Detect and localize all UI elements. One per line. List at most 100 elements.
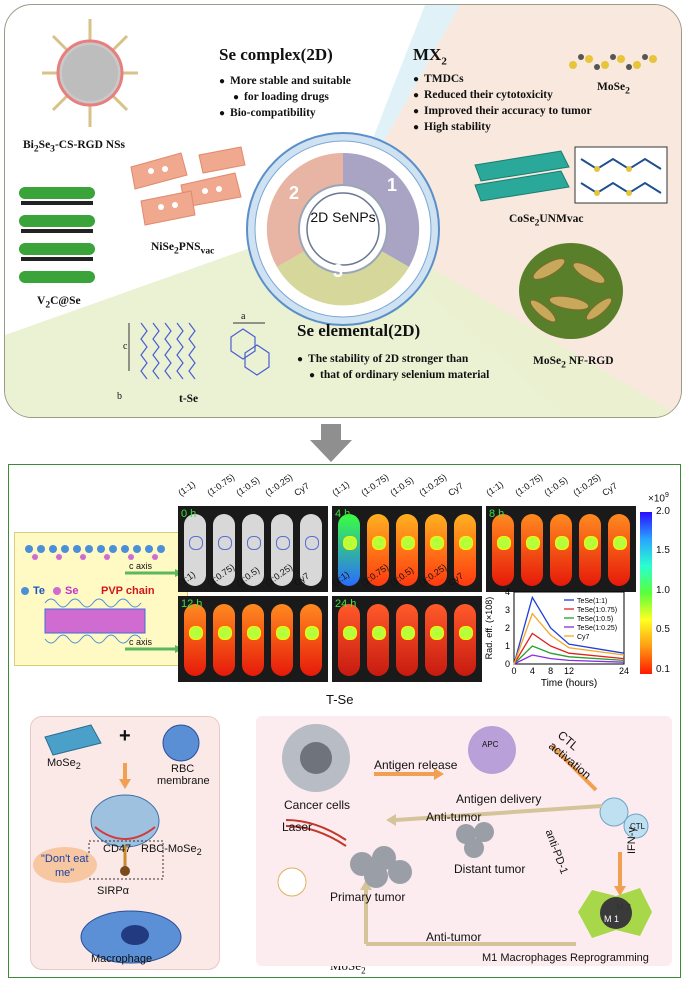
y-tick-label: 4 (505, 588, 510, 597)
colorbar (640, 512, 652, 674)
c-axis-label-1: c axis (129, 561, 153, 571)
y-tick-label: 3 (505, 605, 510, 615)
bullet-item: Improved their accuracy to tumor (413, 105, 653, 117)
tumor-signal-spot (305, 626, 319, 640)
te-legend-label: Te (33, 585, 46, 597)
tumor-signal-spot (276, 626, 290, 640)
tumor-signal-spot (305, 536, 319, 550)
mouse-image (396, 604, 418, 676)
ctl-label: CTL (630, 822, 646, 831)
series-line (513, 595, 625, 665)
nise2-sheets-illustration (130, 146, 246, 226)
nise2-label: NiSe2PNSvac (151, 241, 215, 257)
bullet-item: that of ordinary selenium material (309, 369, 537, 381)
tumor-signal-spot (218, 536, 232, 550)
bi2se3-label: Bi2Se3-CS-RGD NSs (23, 139, 125, 155)
tumor-signal-spot (401, 626, 415, 640)
x-tick-label: 4 (530, 666, 535, 676)
tumor-signal-spot (276, 536, 290, 550)
sector-3-label: 3 (333, 261, 344, 281)
tumor-signal-spot (218, 626, 232, 640)
mx2-heading: MX2 (413, 45, 447, 68)
cose2-label: CoSe2UNMvac (509, 213, 584, 229)
mouse-image (367, 604, 389, 676)
mouse-image (396, 514, 418, 586)
rbc-mose2-illustration (33, 724, 200, 964)
mouse-image (242, 604, 264, 676)
m1-label: M 1 (604, 914, 620, 924)
imaging-panel: 24 h (332, 596, 482, 682)
t-se-lattice-illustration (128, 322, 270, 380)
membrane-label: membrane (157, 775, 210, 787)
mose2-nanoflower-illustration (519, 243, 623, 339)
series-line (513, 612, 625, 665)
colorbar-tick: 2.0 (656, 506, 670, 517)
colorbar-tick: 0.1 (656, 664, 670, 675)
tumor-signal-spot (401, 536, 415, 550)
tumor-signal-spot (584, 536, 598, 550)
series-line (513, 645, 625, 665)
rbc-mose2-label: RBC-MoSe2 (141, 843, 202, 858)
v2c-se-label: V2C@Se (37, 295, 81, 311)
mouse-image (425, 514, 447, 586)
tumor-signal-spot (526, 536, 540, 550)
mose2-label: MoSe2 (47, 757, 81, 772)
tumor-signal-spot (613, 536, 627, 550)
tumor-signal-spot (555, 536, 569, 550)
apc-label: APC (482, 740, 499, 749)
imaging-panel: 12 h (178, 596, 328, 682)
y-axis-label: Rad. eff. (×108) (484, 597, 494, 660)
anti-tumor-label-1: Anti-tumor (426, 810, 482, 824)
laser-label: Laser (282, 820, 313, 834)
mouse-image (242, 514, 264, 586)
mose2-nf-label: MoSe2 NF-RGD (533, 355, 614, 371)
x-tick-label: 24 (619, 666, 629, 676)
timepoint-label: 24 h (335, 598, 357, 610)
ifn-gamma-label: IFN-γ (626, 827, 638, 854)
distant-tumor-label: Distant tumor (454, 862, 526, 876)
antigen-release-label: Antigen release (374, 758, 458, 772)
mouse-image (492, 514, 514, 586)
me-label: me" (55, 867, 75, 879)
sirpa-label: SIRPα (97, 885, 130, 897)
mouse-image (367, 514, 389, 586)
tumor-signal-spot (430, 626, 444, 640)
se-complex-heading: Se complex(2D) (219, 45, 333, 64)
bullet-item: TMDCs (413, 73, 653, 85)
mouse-image (338, 514, 360, 586)
te-se-schematic: Te Se PVP chain c axis c axis (14, 532, 188, 666)
legend-label: Cy7 (577, 634, 590, 641)
t-se-label: t-Se (179, 393, 199, 405)
x-tick-label: 0 (511, 666, 516, 676)
tumor-signal-spot (459, 626, 473, 640)
te-se-structure (21, 545, 183, 653)
se-elemental-bullets: The stability of 2D stronger than that o… (297, 353, 537, 385)
y-tick-label: 1 (505, 641, 510, 651)
se-legend-label: Se (65, 585, 79, 597)
cancer-cells-label: Cancer cells (284, 798, 351, 812)
timepoint-label: 0 h (181, 508, 197, 520)
tumor-signal-spot (372, 626, 386, 640)
tumor-signal-spot (247, 536, 261, 550)
bullet-item: The stability of 2D stronger than (297, 353, 537, 365)
tumor-signal-spot (459, 536, 473, 550)
y-tick-label: 2 (505, 623, 510, 633)
tumor-signal-spot (343, 536, 357, 550)
bullet-item: for loading drugs (233, 91, 369, 103)
dont-eat-label: "Don't eat (41, 853, 89, 865)
bullet-item: Bio-compatibility (219, 107, 369, 119)
plus-sign: + (119, 725, 131, 747)
overview-panel: 2D SeNPs 1 2 3 Se complex(2D) More stabl… (4, 4, 682, 418)
se-complex-bullets: More stable and suitable for loading dru… (219, 75, 369, 123)
bullet-item: Reduced their cytotoxicity (413, 89, 653, 101)
bi2se3-illustration (42, 19, 138, 127)
x-tick-label: 8 (548, 666, 553, 676)
sector-1-label: 1 (387, 175, 398, 195)
timepoint-label: 8 h (489, 508, 505, 520)
center-label: 2D SeNPs (310, 209, 376, 225)
mouse-image (271, 514, 293, 586)
mouse-image (271, 604, 293, 676)
mouse-image (213, 514, 235, 586)
tumor-signal-spot (189, 536, 203, 550)
se-elemental-heading: Se elemental(2D) (297, 321, 421, 340)
